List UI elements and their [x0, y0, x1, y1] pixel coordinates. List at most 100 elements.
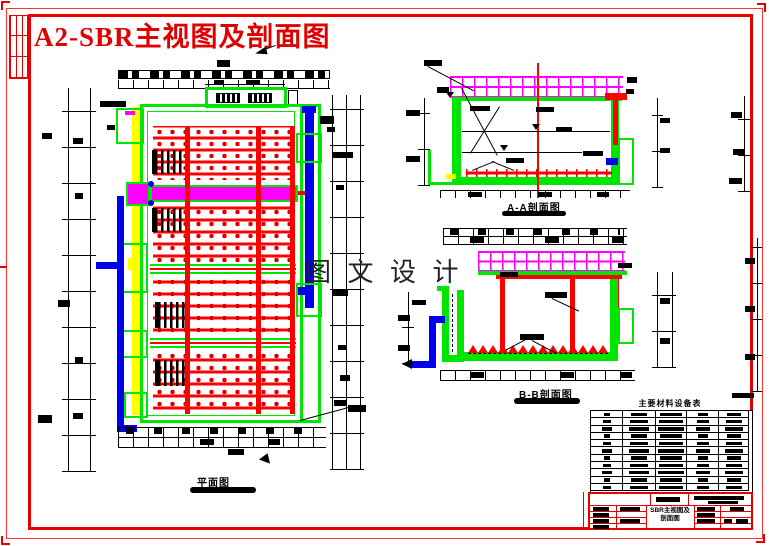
leader-text-block: [348, 405, 366, 412]
watermark-text: 图 文 设 计: [305, 258, 464, 287]
bom-cell: [656, 454, 687, 463]
annotation-block: [536, 107, 554, 112]
signature-grid: [9, 15, 28, 79]
dim-ticks: [751, 238, 762, 392]
bom-cell: [623, 411, 656, 419]
section-bb-label: B-B剖面图: [519, 390, 573, 401]
dim-ticks: [440, 370, 635, 381]
dim-text-block: [38, 415, 52, 423]
decanter-head: [126, 182, 150, 206]
bom-text-bar: [660, 412, 682, 417]
bom-cell: [656, 440, 687, 448]
dim-text-block: [560, 372, 574, 378]
annotation-block: [732, 393, 754, 398]
bom-cell: [656, 418, 687, 426]
left-chamber-box: [124, 392, 148, 418]
water-level-icon: [532, 124, 540, 130]
annotation-block: [506, 158, 524, 163]
bom-text-bar: [697, 478, 708, 482]
bom-text-bar: [696, 419, 709, 424]
bom-cell: [719, 447, 749, 455]
bom-cell: [623, 469, 656, 477]
bom-cell: [687, 432, 719, 441]
bom-cell: [719, 454, 749, 463]
bom-cell: [656, 483, 687, 492]
collection-channel: [150, 338, 296, 348]
plan-boundary-top-link: [301, 104, 321, 107]
dim-ticks: [418, 98, 430, 186]
bom-table: [590, 410, 753, 493]
dim-text-block: [332, 290, 348, 296]
bom-cell: [623, 432, 656, 441]
dim-text-block: [745, 306, 755, 312]
dim-text-block: [597, 192, 609, 197]
blue-inlet-pipe-right: [305, 110, 314, 308]
bom-text-bar: [725, 485, 742, 490]
mixer-symbol: [155, 302, 187, 328]
bom-text-bar: [658, 449, 684, 453]
bom-cell: [687, 411, 719, 419]
bom-text-bar: [630, 419, 648, 424]
bom-text-bar: [629, 470, 649, 475]
aa-yellow-mark: [446, 174, 456, 179]
bb-blue-downpipe: [429, 316, 436, 368]
leader-text-block: [424, 60, 442, 66]
bom-cell: [719, 432, 749, 441]
bom-text-bar: [696, 441, 709, 446]
bom-text-bar: [659, 485, 683, 490]
aa-label-underline: [502, 211, 566, 216]
yellow-valve-mark: [128, 258, 136, 270]
bom-cell: [687, 476, 719, 484]
bom-text-bar: [603, 478, 610, 482]
dim-text-block: [660, 148, 670, 153]
bom-text-bar: [697, 434, 708, 438]
dim-text-block: [268, 439, 280, 445]
right-chamber-box: [296, 133, 322, 163]
bb-left-wall-base: [442, 355, 464, 362]
dim-ticks: [652, 272, 676, 368]
dim-ticks: [652, 98, 663, 188]
centering-mark-left: [0, 266, 7, 268]
aa-bottom-slab: [452, 177, 620, 185]
bom-cell: [687, 418, 719, 426]
plan-label-underline: [190, 487, 256, 493]
yellow-channel-pipe: [132, 107, 140, 415]
bb-diffuser-sawtooth: [468, 345, 608, 353]
dim-text-block: [470, 237, 484, 243]
title-block-text-bar: [593, 518, 609, 523]
pipe-joint-dot: [148, 181, 154, 187]
bom-text-bar: [630, 441, 648, 446]
bom-cell: [623, 425, 656, 433]
bom-text-bar: [602, 419, 611, 424]
title-block-text-bar: [730, 506, 744, 511]
mixer-symbol: [152, 150, 184, 174]
bom-text-bar: [660, 456, 682, 460]
dim-text-block: [228, 449, 244, 455]
annotation-block: [556, 127, 572, 132]
dim-ticks: [402, 292, 414, 364]
bom-cell: [656, 425, 687, 433]
water-level-icon: [446, 92, 454, 98]
mixer-symbol: [152, 208, 184, 232]
dim-text-block: [731, 112, 742, 118]
title-block-line: [688, 494, 689, 505]
bom-cell: [656, 432, 687, 441]
bb-air-riser: [570, 279, 575, 354]
bb-handrail-grid: [478, 251, 625, 272]
dim-text-block: [338, 345, 346, 350]
bb-label-underline: [514, 398, 580, 404]
bom-text-bar: [724, 427, 743, 431]
annotation-block: [583, 151, 603, 156]
title-block-line: [616, 505, 617, 528]
bom-cell: [591, 411, 623, 419]
bom-cell: [591, 432, 623, 441]
dim-ticks: [738, 96, 750, 192]
inlet-gate-hatch: [216, 93, 240, 103]
bom-text-bar: [630, 485, 648, 490]
bom-cell: [656, 447, 687, 455]
dim-text-block: [320, 116, 334, 124]
bom-text-bar: [696, 485, 709, 490]
bom-text-bar: [630, 463, 648, 468]
bb-diffuser-baseline: [468, 353, 608, 354]
bom-text-bar: [660, 434, 682, 438]
